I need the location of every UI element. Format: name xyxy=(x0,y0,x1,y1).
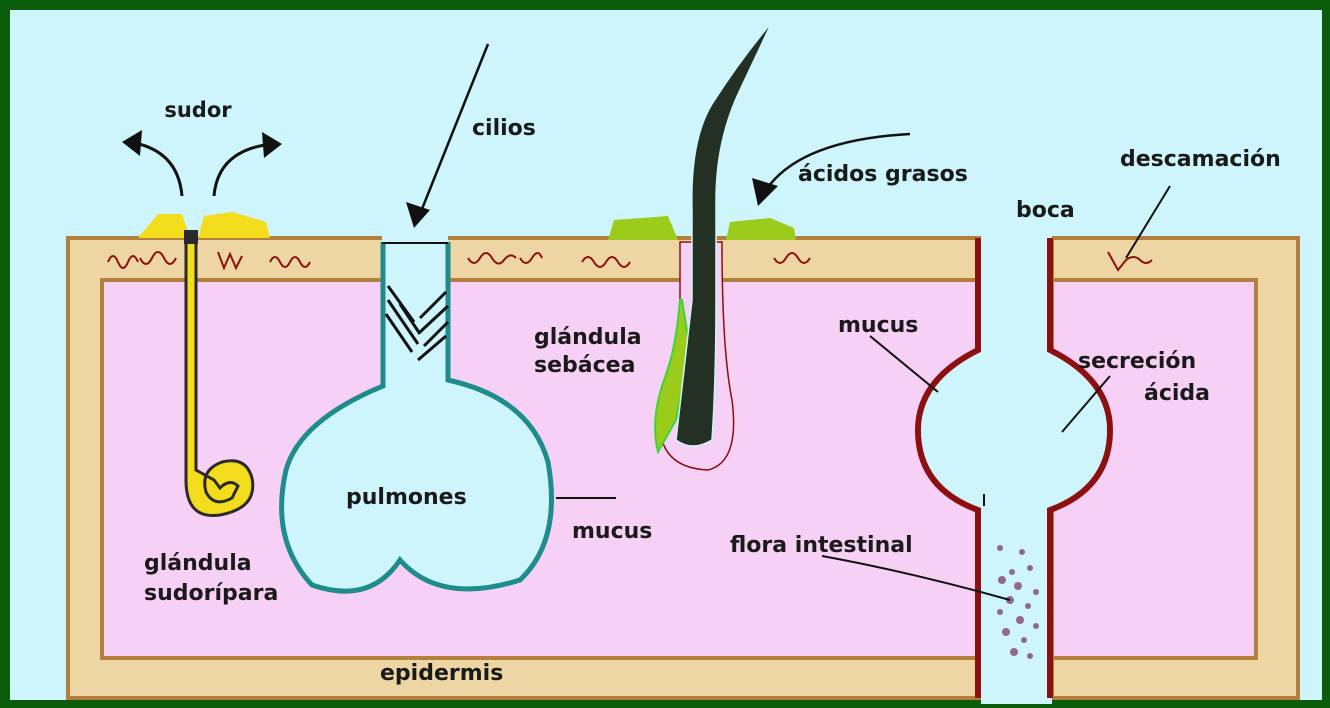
label-epidermis: epidermis xyxy=(380,661,503,686)
label-cilios: cilios xyxy=(472,116,536,141)
label-sudor: sudor xyxy=(164,98,232,122)
label-glandula-sudoripara-line1: glándula xyxy=(144,551,252,576)
label-glandula-sebacea-line2: sebácea xyxy=(534,353,635,378)
label-secrecion-line1: secreción xyxy=(1078,349,1196,374)
label-acidos-grasos: ácidos grasos xyxy=(798,162,968,187)
label-glandula-sebacea-line1: glándula xyxy=(534,325,642,350)
label-pulmones: pulmones xyxy=(346,485,467,510)
label-secrecion-line2: ácida xyxy=(1144,381,1210,406)
label-mucus-lung: mucus xyxy=(572,519,652,544)
label-flora-intestinal: flora intestinal xyxy=(730,533,913,558)
label-glandula-sudoripara-line2: sudorípara xyxy=(144,581,278,606)
label-boca: boca xyxy=(1016,198,1075,223)
label-descamacion: descamación xyxy=(1120,147,1281,172)
label-mucus-gut: mucus xyxy=(838,313,918,338)
